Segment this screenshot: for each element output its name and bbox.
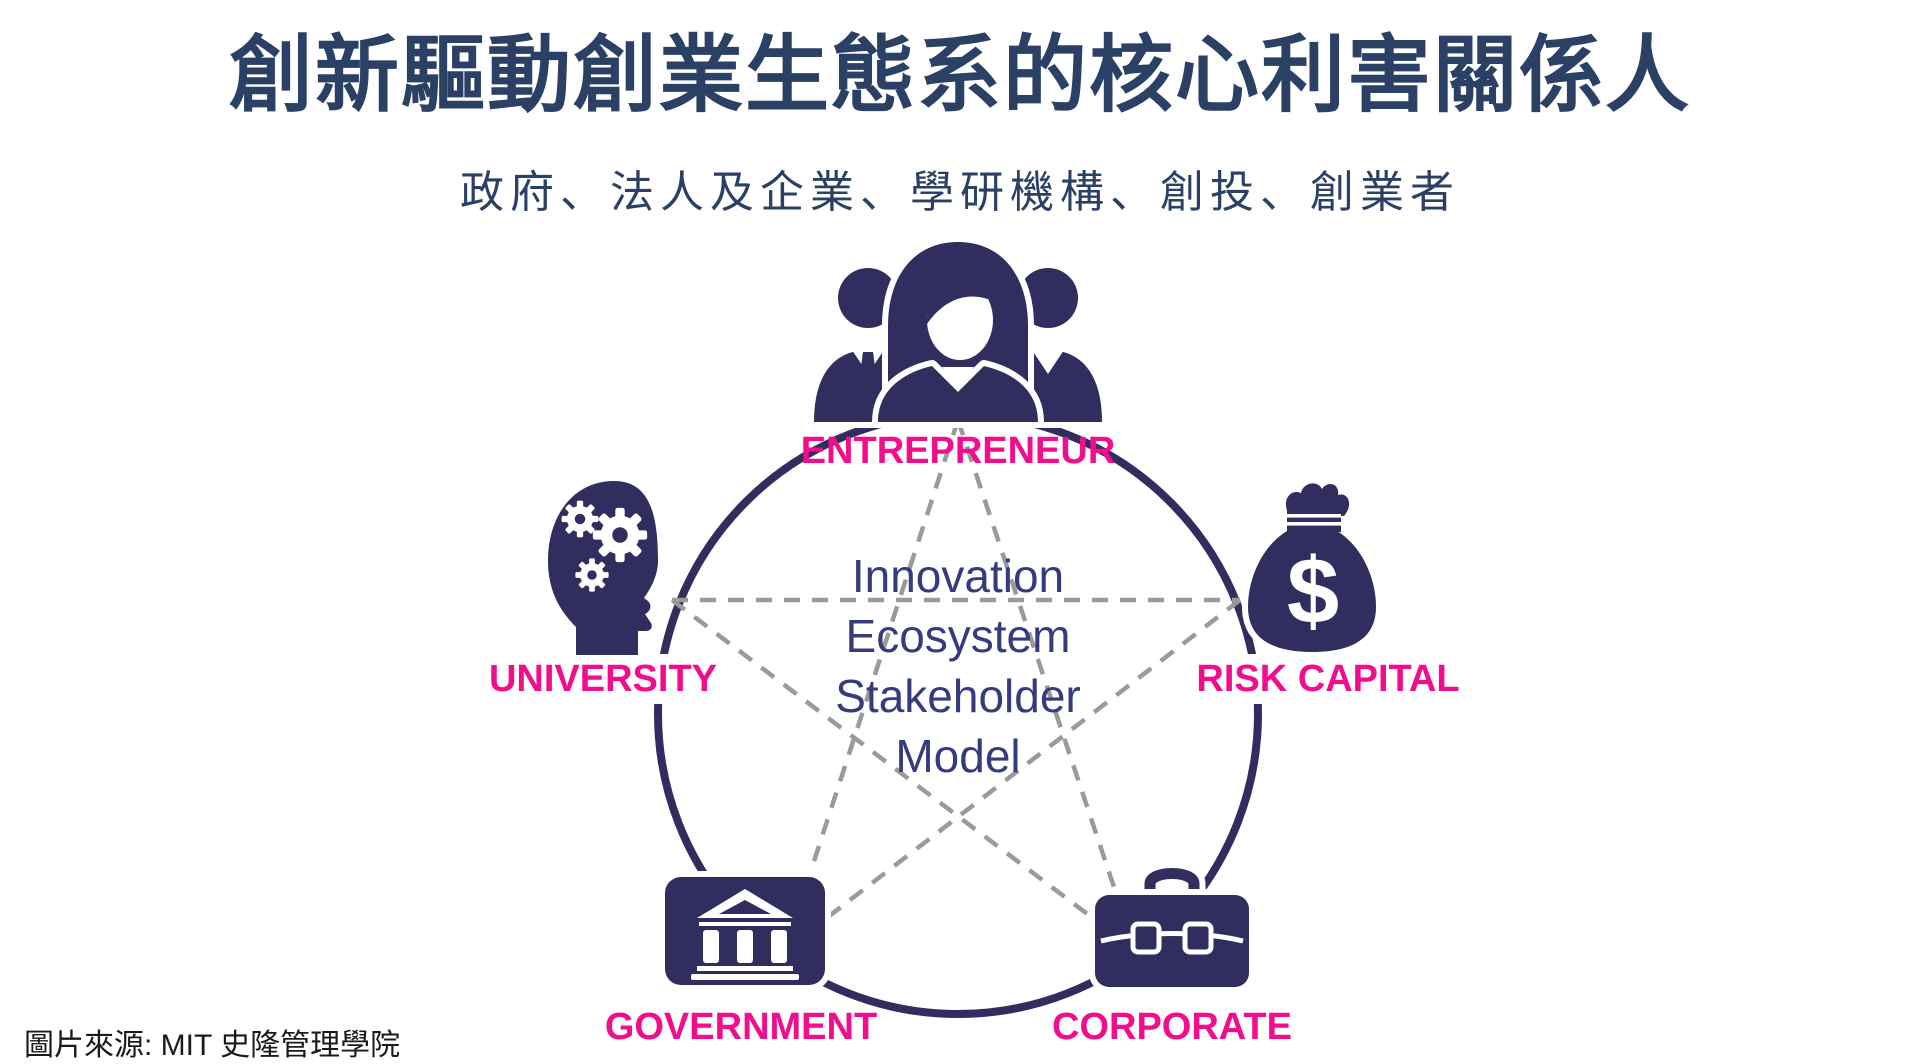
label-corporate: CORPORATE xyxy=(1052,1006,1292,1048)
team-people-icon xyxy=(808,236,1108,428)
center-model-label: Innovation Ecosystem Stakeholder Model xyxy=(835,546,1081,786)
center-line-1: Innovation xyxy=(851,550,1065,602)
center-line-3: Stakeholder xyxy=(835,670,1081,722)
label-university: UNIVERSITY xyxy=(488,658,718,700)
page-title: 創新驅動創業生態系的核心利害關係人 xyxy=(228,28,1691,122)
image-source-caption: 圖片來源: MIT 史隆管理學院 xyxy=(24,1029,401,1062)
bank-building-icon xyxy=(659,871,831,991)
page-subtitle: 政府、法人及企業、學研機構、創投、創業者 xyxy=(460,168,1460,217)
label-risk-capital: RISK CAPITAL xyxy=(1196,658,1460,700)
money-bag-dollar-icon: $ xyxy=(1242,477,1382,658)
center-line-2: Ecosystem xyxy=(845,610,1071,662)
label-gap-right xyxy=(1198,654,1460,704)
person-center-woman xyxy=(872,236,1044,428)
briefcase-icon xyxy=(1089,862,1255,993)
dollar-sign: $ xyxy=(1287,538,1339,643)
center-line-4: Model xyxy=(895,730,1021,782)
star-connection-lines xyxy=(670,419,1242,952)
label-government: GOVERNMENT xyxy=(604,1006,878,1048)
label-entrepreneur: ENTREPRENEUR xyxy=(800,430,1116,472)
head-with-gears-icon xyxy=(542,475,664,661)
label-gap-left xyxy=(478,654,724,704)
